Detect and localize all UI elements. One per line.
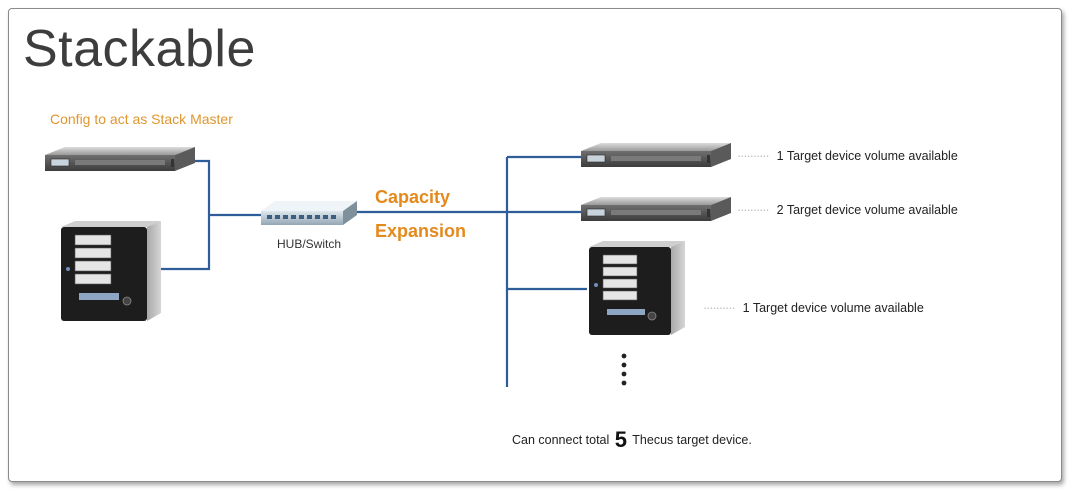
expansion-label: Expansion	[375, 221, 467, 241]
capacity-label: Capacity	[375, 187, 451, 207]
target-label-text: 1 Target device volume available	[776, 149, 958, 163]
target-label-text: 2 Target device volume available	[776, 203, 958, 217]
target-label-3: ··········1 Target device volume availab…	[703, 301, 924, 315]
target-label-2: ··········2 Target device volume availab…	[737, 203, 958, 217]
rack-server-icon	[581, 197, 731, 221]
footer-note: Can connect total 5 Thecus target device…	[512, 427, 752, 453]
tower-nas-icon	[61, 221, 161, 321]
rack-server-icon	[45, 147, 195, 171]
slide-title: Stackable	[23, 20, 256, 78]
rack-server-icon	[581, 143, 731, 167]
network-switch-icon	[261, 201, 357, 225]
target-label-text: 1 Target device volume available	[742, 301, 924, 315]
vertical-ellipsis-icon	[621, 353, 627, 386]
footer-count: 5	[614, 427, 628, 452]
target-connection-lines	[347, 155, 587, 387]
target-label-1: ··········1 Target device volume availab…	[737, 149, 958, 163]
slide-frame: Stackable Config to act as Stack Master	[8, 8, 1062, 482]
footer-prefix: Can connect total	[512, 433, 610, 447]
network-diagram	[45, 143, 731, 387]
stack-master-label: Config to act as Stack Master	[50, 111, 233, 127]
tower-nas-icon	[589, 241, 685, 335]
footer-suffix: Thecus target device.	[632, 433, 752, 447]
hub-switch-label: HUB/Switch	[277, 237, 342, 251]
master-connection-lines	[154, 159, 267, 271]
